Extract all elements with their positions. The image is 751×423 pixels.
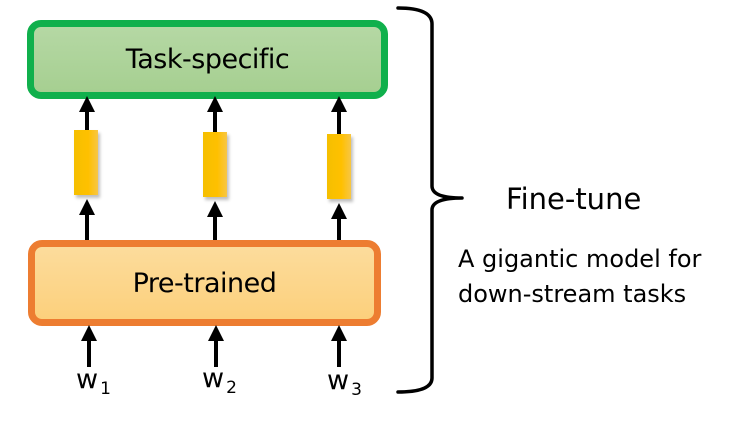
description-line-2: down-stream tasks — [458, 280, 687, 308]
pre-trained-label: Pre-trained — [132, 267, 277, 299]
task-specific-box: Task-specific — [27, 20, 388, 99]
description-line-1: A gigantic model for — [458, 245, 702, 273]
arrows-to-task-box — [79, 96, 347, 134]
task-specific-label: Task-specific — [125, 44, 290, 75]
input-token-subscript: 3 — [351, 380, 362, 400]
hidden-vector-1 — [74, 130, 98, 195]
input-token-subscript: 2 — [226, 378, 237, 398]
arrows-from-inputs — [81, 325, 347, 367]
arrows-to-hidden-vectors — [79, 199, 347, 240]
pre-trained-box: Pre-trained — [28, 240, 381, 326]
input-token-base: w — [327, 365, 350, 396]
hidden-vector-3 — [327, 134, 351, 199]
curly-brace-icon — [396, 6, 464, 394]
fine-tune-label: Fine-tune — [506, 182, 642, 216]
input-token-subscript: 1 — [100, 379, 111, 399]
hidden-vector-2 — [203, 132, 227, 197]
input-token-base: w — [202, 363, 225, 394]
input-token-base: w — [76, 364, 99, 395]
